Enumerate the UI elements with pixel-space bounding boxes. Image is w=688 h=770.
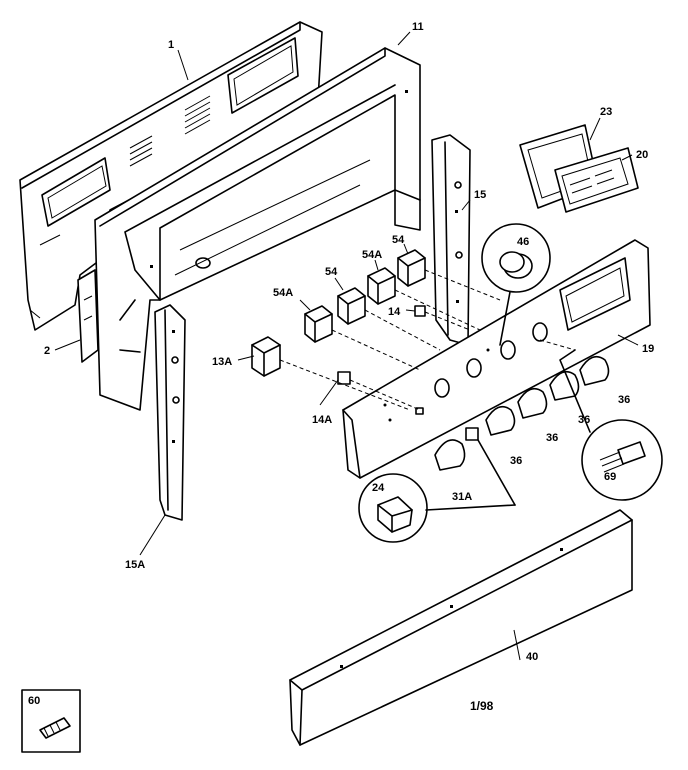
part-36-knob-a bbox=[579, 355, 610, 386]
callout-69: 69 bbox=[604, 471, 616, 483]
part-2-bracket bbox=[77, 269, 99, 363]
part-19-control-panel bbox=[342, 239, 651, 479]
part-31A-knob bbox=[434, 439, 466, 471]
callout-19: 19 bbox=[642, 343, 654, 355]
callout-13A: 13A bbox=[212, 356, 232, 368]
callout-24: 24 bbox=[372, 482, 385, 494]
callout-40: 40 bbox=[526, 651, 538, 663]
part-24-switch-small bbox=[465, 427, 479, 441]
part-40-trim bbox=[289, 509, 633, 746]
detail-69-circle bbox=[559, 349, 663, 501]
part-20-clock bbox=[554, 147, 639, 213]
part-14-indicator bbox=[414, 305, 426, 317]
vent-slots bbox=[129, 95, 211, 167]
callout-36-d: 36 bbox=[510, 455, 522, 467]
part-54-switch-top bbox=[397, 249, 426, 287]
part-54A-switch bbox=[304, 305, 333, 343]
callout-1: 1 bbox=[168, 39, 174, 51]
part-36-knob-b bbox=[549, 370, 580, 401]
part-60-screw-box bbox=[21, 689, 81, 753]
callout-14: 14 bbox=[388, 306, 401, 318]
callout-54-top: 54 bbox=[392, 234, 405, 246]
callout-leaders bbox=[54, 31, 639, 661]
callout-15A: 15A bbox=[125, 559, 145, 571]
detail-46-circle bbox=[481, 223, 551, 346]
part-11-frame bbox=[94, 47, 421, 411]
callout-20: 20 bbox=[636, 149, 648, 161]
callout-54A: 54A bbox=[273, 287, 293, 299]
callout-36-b: 36 bbox=[578, 414, 590, 426]
part-54A-switch-top bbox=[367, 267, 396, 305]
callout-23: 23 bbox=[600, 106, 612, 118]
callout-36-a: 36 bbox=[618, 394, 630, 406]
part-15A-left-rail bbox=[154, 304, 186, 521]
callout-15: 15 bbox=[474, 189, 486, 201]
part-54-switch bbox=[337, 287, 366, 325]
callout-46: 46 bbox=[517, 236, 529, 248]
part-15-right-rail bbox=[431, 134, 471, 346]
callout-11: 11 bbox=[412, 21, 424, 33]
callout-14A: 14A bbox=[312, 414, 332, 426]
callout-2: 2 bbox=[44, 345, 50, 357]
callout-60: 60 bbox=[28, 695, 40, 707]
date-code: 1/98 bbox=[470, 699, 494, 713]
callout-labels: 1 11 2 15 15A 23 20 46 54 54A 54 54A 14 … bbox=[28, 21, 654, 707]
part-36-knob-d bbox=[485, 405, 516, 436]
callout-36-c: 36 bbox=[546, 432, 558, 444]
part-36-knob-c bbox=[517, 387, 548, 419]
callout-54: 54 bbox=[325, 266, 338, 278]
assembly-lines bbox=[279, 269, 576, 411]
part-13A-switch bbox=[251, 336, 281, 377]
callout-31A: 31A bbox=[452, 491, 472, 503]
part-14A-indicator bbox=[337, 371, 351, 385]
detail-24-circle bbox=[358, 439, 516, 543]
callout-54A-top: 54A bbox=[362, 249, 382, 261]
